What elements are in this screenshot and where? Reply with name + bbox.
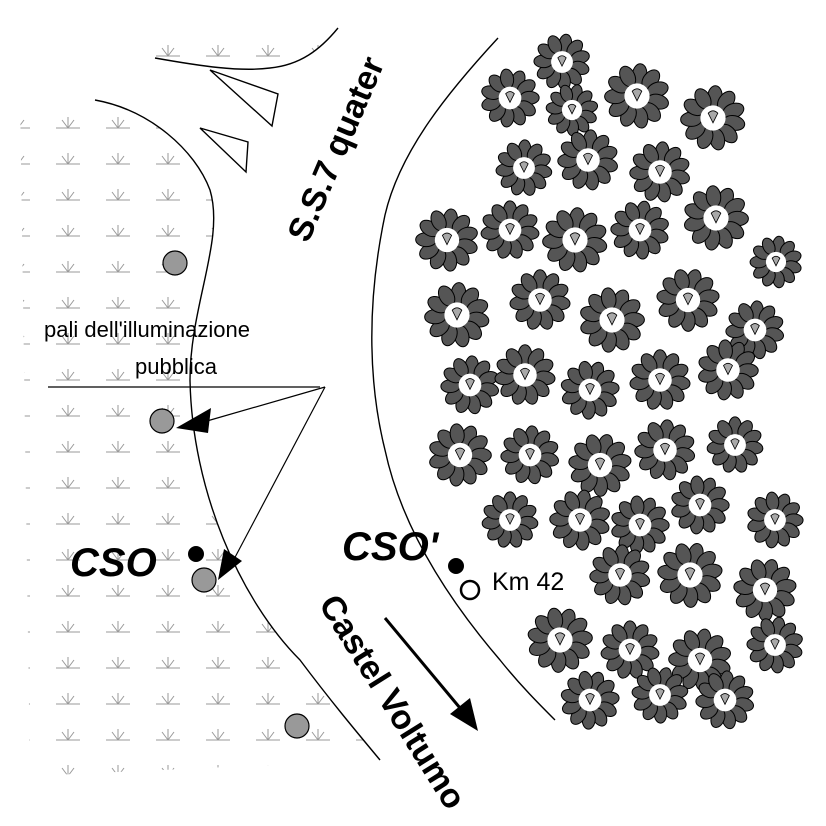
traffic-islands — [199, 69, 279, 174]
tree-icon — [440, 355, 500, 415]
tree-icon — [494, 344, 556, 405]
tree-icon — [481, 68, 540, 128]
tree-icon — [542, 207, 608, 273]
tree-icon — [725, 300, 785, 360]
tree-icon — [631, 667, 689, 724]
tree-icon — [684, 185, 749, 251]
tree-icon — [600, 620, 660, 679]
lamp-label-line1: pali dell'illuminazione — [44, 317, 250, 342]
lamp-label-line2: pubblica — [135, 354, 218, 379]
cso-prime-marker-dot — [448, 558, 464, 574]
lamp-pole-4 — [284, 713, 310, 739]
tree-icon — [657, 543, 723, 608]
arrowhead-2 — [218, 549, 242, 580]
tree-icon — [424, 282, 490, 348]
lamp-pole-2 — [149, 408, 175, 434]
tree-icon — [568, 434, 632, 497]
tree-icon — [560, 670, 620, 730]
cso-label: CSO — [70, 541, 157, 585]
tree-icon — [747, 491, 804, 549]
tree-icon — [549, 489, 610, 551]
lamp-poles — [149, 250, 310, 739]
grass-area — [20, 95, 380, 776]
tree-icon — [500, 425, 560, 485]
tree-icon — [527, 607, 593, 673]
traffic-island-2 — [199, 127, 249, 174]
direction-arrow-shaft — [383, 617, 462, 709]
traffic-island-1 — [209, 69, 279, 128]
tree-icon — [629, 349, 691, 410]
leader-line-1 — [199, 386, 326, 424]
km-marker-ring — [459, 579, 481, 601]
direction-label: Castel Voltumo — [311, 588, 473, 816]
arrowhead-1 — [176, 408, 211, 433]
tree-icon — [733, 559, 797, 622]
tree-icon — [634, 419, 696, 481]
tree-icon — [656, 269, 720, 332]
road-edge-top — [154, 27, 339, 70]
tree-icon — [480, 200, 540, 259]
leader-line-2 — [231, 386, 326, 564]
grass-area-top — [155, 28, 335, 70]
road-edge-right — [371, 37, 556, 721]
tree-icon — [671, 475, 730, 535]
tree-icon — [580, 287, 645, 353]
tree-icon — [560, 360, 620, 420]
lamp-pole-3 — [191, 567, 217, 593]
tree-icon — [706, 416, 764, 473]
direction-arrow-head — [450, 698, 478, 731]
road-edge-left — [94, 99, 381, 761]
cso-prime-label: CSO' — [342, 525, 440, 569]
tree-icon — [429, 423, 492, 487]
tree-icon — [680, 85, 746, 151]
tree-icon — [509, 269, 571, 330]
woodland — [415, 33, 804, 730]
tree-icon — [629, 141, 690, 203]
tree-icon — [610, 200, 669, 260]
tree-icon — [589, 544, 651, 606]
tree-icon — [481, 491, 539, 548]
tree-icon — [545, 84, 599, 137]
leader-lines — [199, 386, 326, 564]
tree-icon — [604, 63, 669, 129]
tree-icon — [749, 235, 802, 289]
tree-icon — [415, 208, 478, 272]
km-label: Km 42 — [492, 568, 564, 596]
tree-icon — [746, 616, 803, 674]
tree-icon — [495, 139, 553, 196]
lamp-pole-1 — [162, 250, 188, 276]
tree-icon — [611, 495, 670, 555]
tree-icon — [695, 670, 755, 730]
road-name-label: S.S.7 quater — [280, 51, 392, 247]
tree-icon — [533, 33, 590, 91]
tree-icon — [557, 129, 618, 191]
road-edges — [94, 27, 556, 761]
tree-icon — [698, 339, 759, 401]
cso-marker-dot — [188, 546, 204, 562]
